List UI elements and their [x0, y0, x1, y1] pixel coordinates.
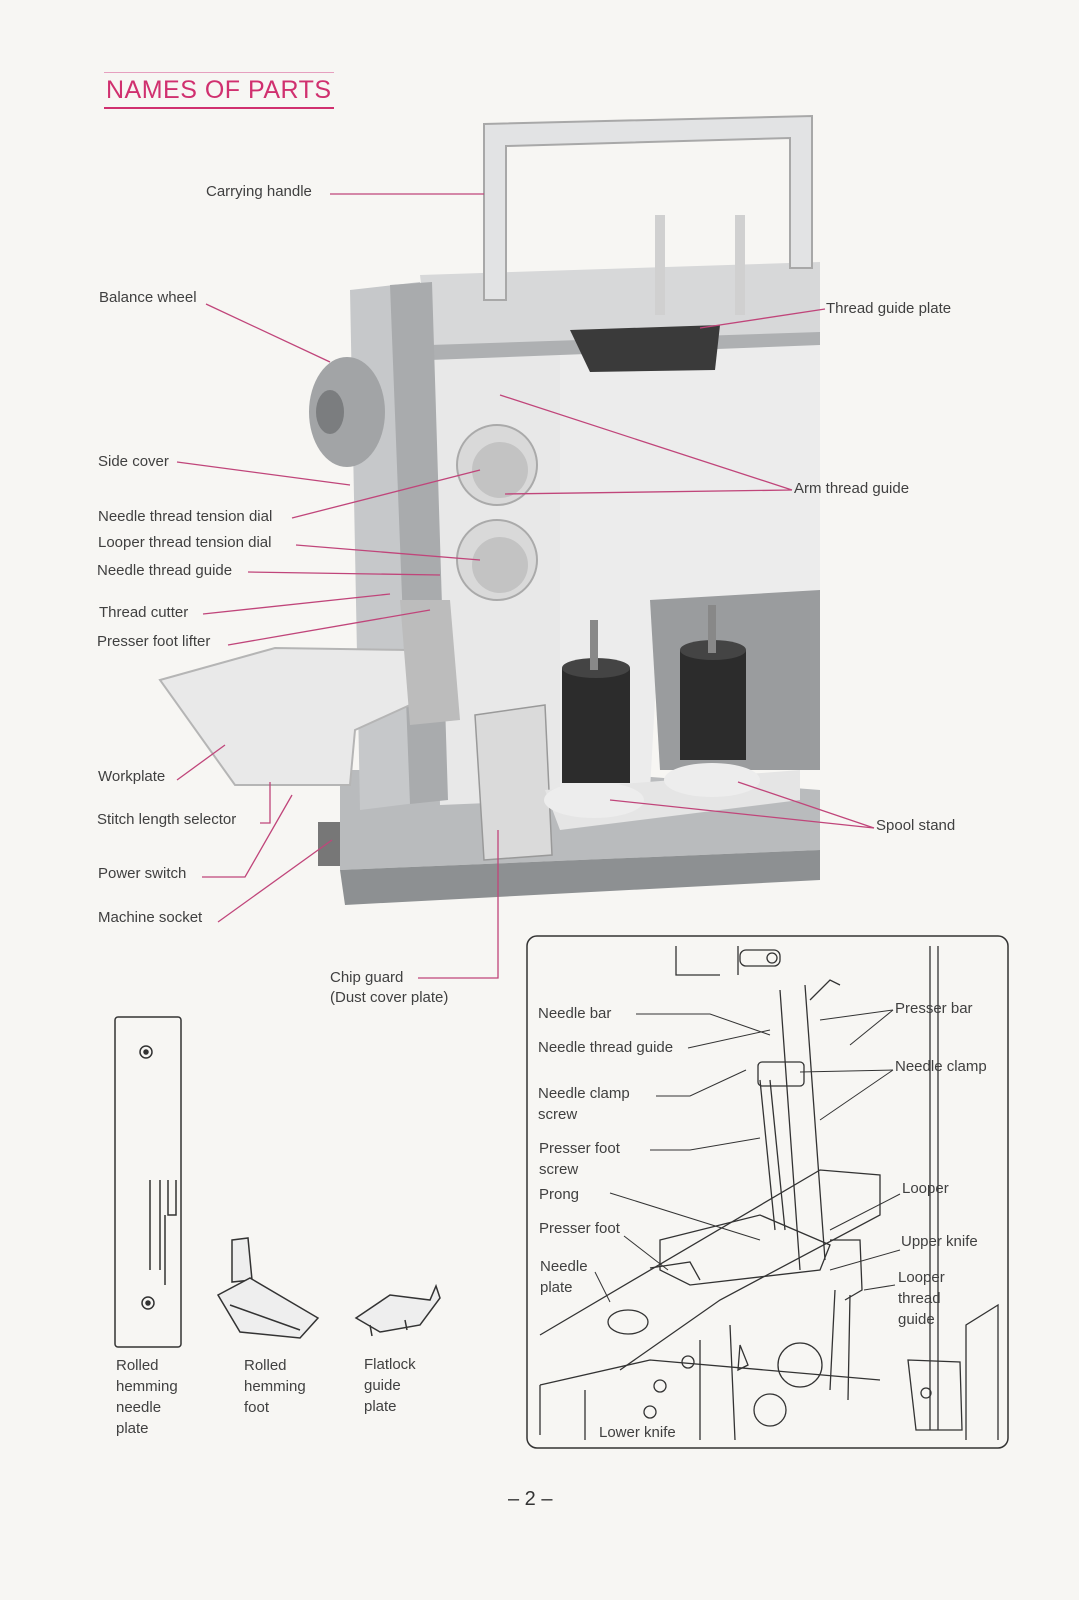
label-needle-thread-guide: Needle thread guide [97, 562, 233, 579]
label-flatlock-guide-plate: Flatlock guide plate [364, 1356, 416, 1415]
label-workplate: Workplate [98, 768, 166, 785]
detail-label-prong: Prong [539, 1186, 580, 1203]
rolled-hemming-needle-plate-drawing [114, 1016, 182, 1348]
page-number: – 2 – [508, 1488, 553, 1510]
detail-label-looper-thread-guide: Looper thread guide [898, 1269, 945, 1328]
detail-label-presser-foot: Presser foot [539, 1220, 620, 1237]
leader-lines [176, 193, 875, 979]
label-looper-thread-tension-dial: Looper thread tension dial [98, 534, 272, 551]
label-thread-cutter: Thread cutter [99, 604, 189, 621]
label-rolled-hemming-foot: Rolled hemming foot [244, 1357, 306, 1416]
label-balance-wheel: Balance wheel [99, 289, 197, 306]
rolled-hemming-foot-drawing [216, 1237, 320, 1339]
label-carrying-handle: Carrying handle [206, 183, 312, 200]
label-thread-guide-plate: Thread guide plate [826, 300, 952, 317]
label-spool-stand: Spool stand [876, 817, 956, 834]
detail-label-needle-clamp-screw: Needle clamp screw [538, 1085, 630, 1123]
label-rolled-hemming-needle-plate: Rolled hemming needle plate [116, 1357, 178, 1437]
label-chip-guard: Chip guard [330, 969, 404, 986]
page-title: NAMES OF PARTS [104, 72, 334, 109]
label-dust-cover-plate: (Dust cover plate) [330, 989, 449, 1006]
label-side-cover: Side cover [98, 453, 169, 470]
detail-label-lower-knife: Lower knife [599, 1424, 676, 1441]
detail-label-looper: Looper [902, 1180, 949, 1197]
label-power-switch: Power switch [98, 865, 187, 882]
label-machine-socket: Machine socket [98, 909, 203, 926]
detail-diagram [526, 935, 1009, 1449]
detail-label-needle-plate: Needle plate [540, 1258, 588, 1296]
label-presser-foot-lifter: Presser foot lifter [97, 633, 211, 650]
detail-label-presser-foot-screw: Presser foot screw [539, 1140, 620, 1178]
flatlock-guide-plate-drawing [354, 1283, 441, 1337]
detail-label-needle-clamp: Needle clamp [895, 1058, 987, 1075]
label-stitch-length-selector: Stitch length selector [97, 811, 237, 828]
detail-label-needle-thread-guide: Needle thread guide [538, 1039, 674, 1056]
label-needle-thread-tension-dial: Needle thread tension dial [98, 508, 273, 525]
detail-label-upper-knife: Upper knife [901, 1233, 978, 1250]
detail-label-needle-bar: Needle bar [538, 1005, 612, 1022]
detail-label-presser-bar: Presser bar [895, 1000, 973, 1017]
label-arm-thread-guide: Arm thread guide [794, 480, 910, 497]
machine-body [158, 114, 820, 905]
